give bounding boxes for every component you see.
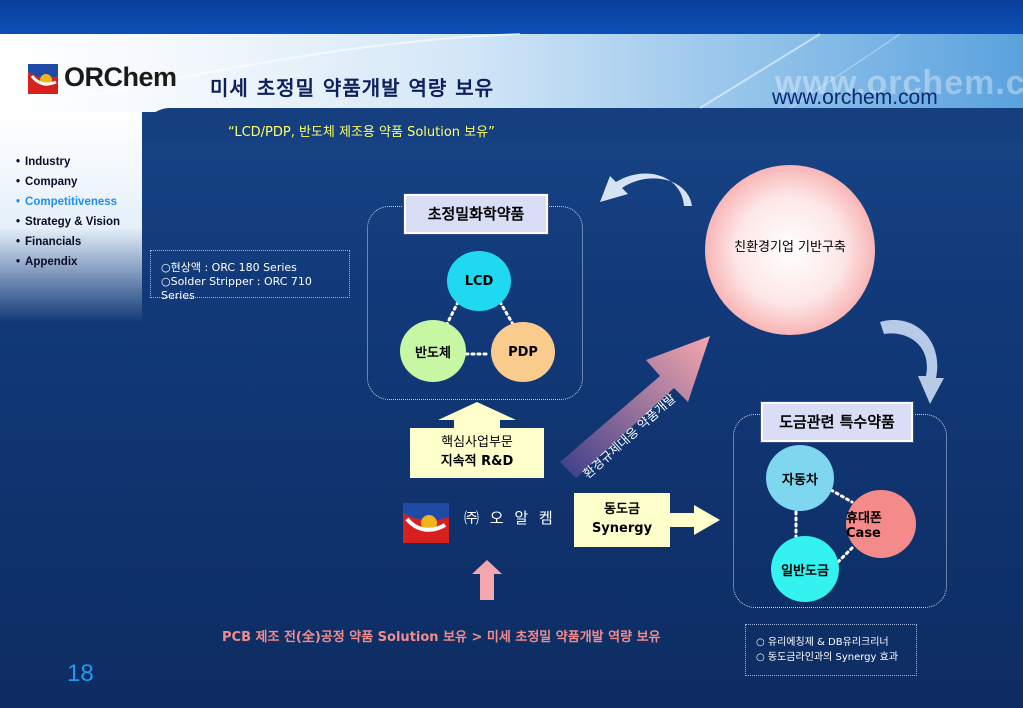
up-arrow-icon [438, 402, 516, 428]
pink-up-arrow-icon [472, 560, 502, 600]
rd-line-1: 핵심사업부문 [410, 433, 544, 452]
node-semiconductor: 반도체 [400, 320, 466, 382]
bottom-note-2: ○ 동도금라인과의 Synergy 효과 [756, 650, 916, 665]
node-automobile: 자동차 [766, 445, 834, 511]
rd-line-2: 지속적 R&D [410, 452, 544, 471]
bottom-note-box: ○ 유리에칭제 & DB유리크리너 ○ 동도금라인과의 Synergy 효과 [745, 624, 917, 676]
synergy-box: 동도금 Synergy [574, 493, 670, 547]
company-name: ㈜ 오 알 켐 [464, 507, 556, 528]
bottom-statement: PCB 제조 전(全)공정 약품 Solution 보유 > 미세 초정밀 약품… [222, 626, 661, 645]
node-pdp: PDP [491, 322, 555, 382]
right-arrow-icon [670, 505, 720, 535]
company-logo-icon [403, 503, 449, 543]
synergy-line-1: 동도금 [574, 500, 670, 519]
page-number: 18 [67, 660, 94, 688]
plating-title: 도금관련 특수약품 [761, 402, 913, 442]
rd-box: 핵심사업부문 지속적 R&D [410, 428, 544, 478]
synergy-line-2: Synergy [574, 519, 670, 538]
diagonal-arrow-icon [552, 330, 722, 480]
bottom-note-1: ○ 유리에칭제 & DB유리크리너 [756, 635, 916, 650]
chemicals-title: 초정밀화학약품 [404, 194, 548, 234]
node-phone-case: 휴대폰Case [846, 490, 916, 558]
node-lcd: LCD [447, 251, 511, 311]
curved-arrow-down-icon [878, 316, 950, 406]
curved-arrow-left-icon [598, 172, 694, 208]
eco-foundation-circle: 친환경기업 기반구축 [705, 165, 875, 335]
node-general-plating: 일반도금 [771, 536, 839, 602]
